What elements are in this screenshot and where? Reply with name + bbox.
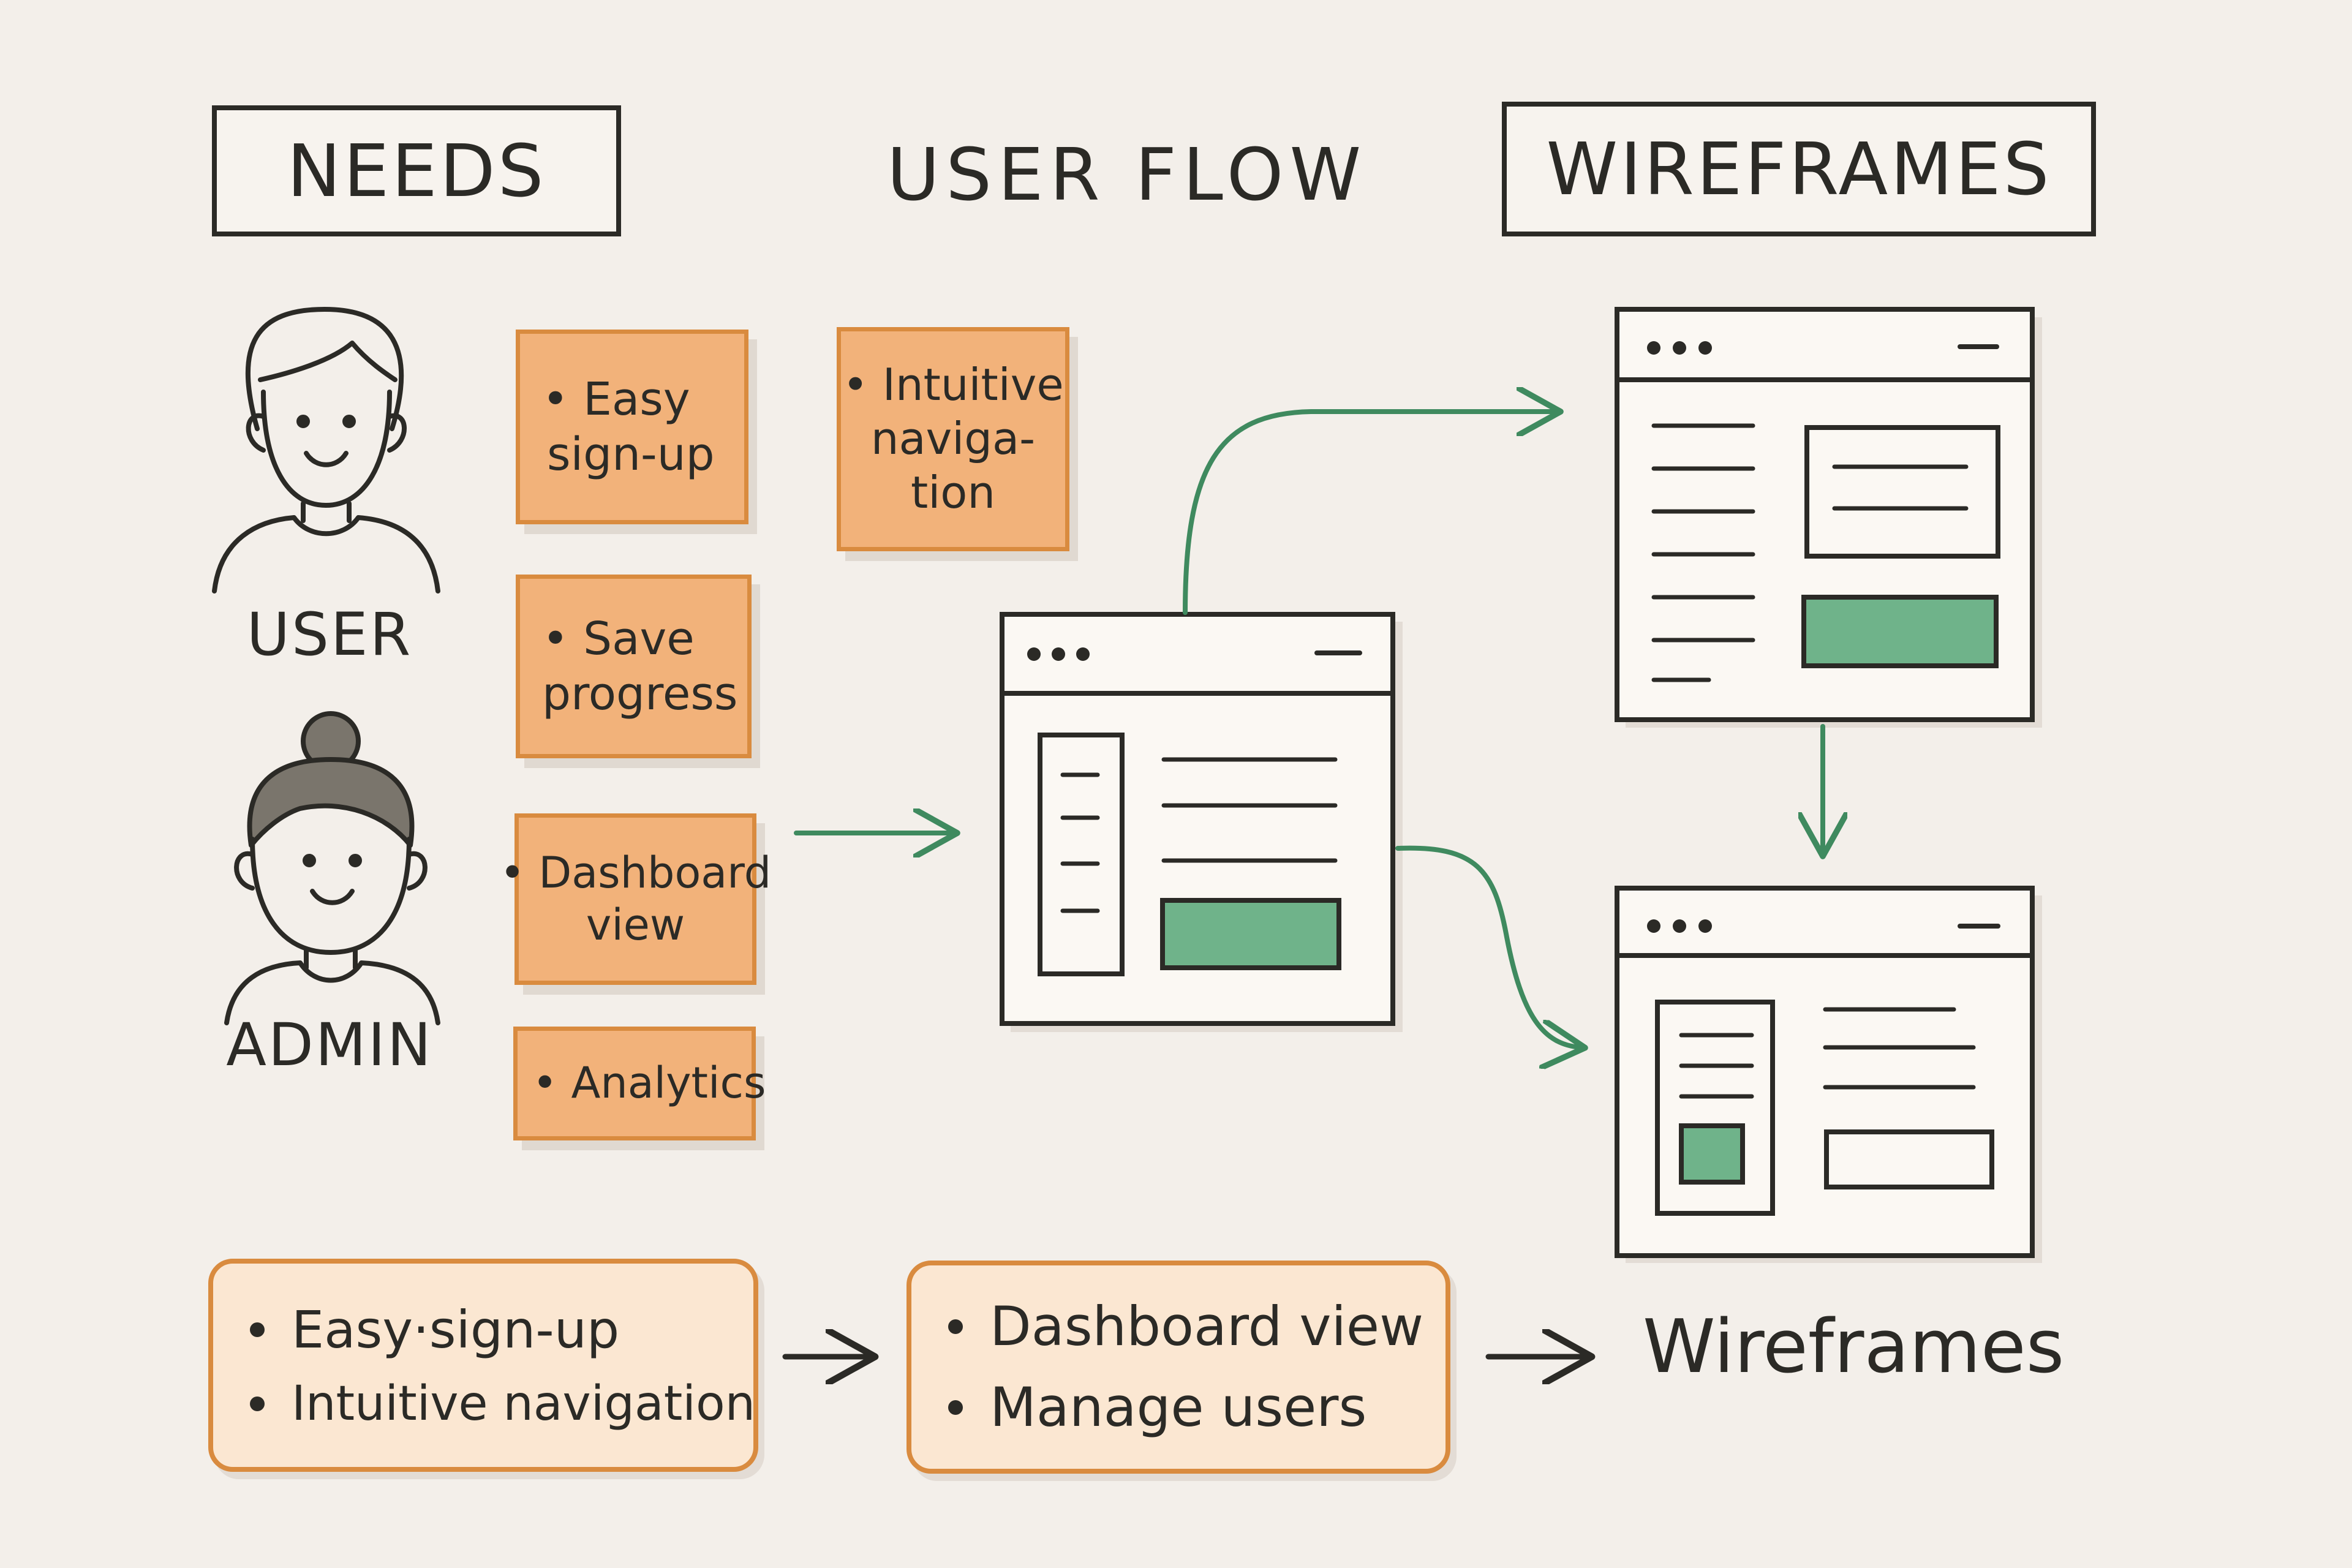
wireframe-bottom-right [1615, 886, 2042, 1263]
summary-user-needs: Easy·sign-up Intuitive navigation [208, 1259, 758, 1472]
window-dot-icon [1647, 341, 1660, 355]
sticky-note-intuitive-navigation: • Intuitive naviga- tion [837, 327, 1069, 551]
user-flow-header-label: USER FLOW [886, 132, 1368, 217]
sticky-note-save-progress: • Save progress [516, 575, 752, 758]
arrow-flow-to-bottom-wireframe [1395, 845, 1580, 1047]
needs-header: NEEDS [212, 105, 621, 236]
user-avatar-icon [212, 307, 440, 594]
summary-admin-needs: Dashboard view Manage users [907, 1261, 1450, 1474]
sticky-line: • Intuitive [842, 359, 1064, 411]
sticky-note-easy-signup: • Easy sign-up [516, 330, 748, 524]
sticky-line: • Analytics [532, 1058, 766, 1109]
window-dot-icon [1027, 647, 1041, 661]
admin-persona-label: ADMIN [226, 1011, 433, 1079]
bullet-icon [948, 1400, 963, 1415]
summary-item-label: Intuitive navigation [292, 1376, 756, 1431]
admin-avatar-icon [224, 711, 440, 1025]
window-dot-icon [1647, 919, 1660, 933]
summary-result-label: Wireframes [1643, 1305, 2065, 1390]
window-dot-icon [1673, 341, 1686, 355]
sticky-line: sign-up [547, 428, 715, 481]
window-dot-icon [1052, 647, 1065, 661]
sticky-line: tion [911, 466, 995, 518]
summary-item: Easy·sign-up [250, 1291, 717, 1368]
wireframe-center [1000, 612, 1403, 1032]
sticky-line: view [586, 900, 685, 950]
sticky-note-analytics: • Analytics [513, 1027, 766, 1140]
wireframe-top-right [1615, 307, 2042, 728]
bullet-icon [948, 1319, 963, 1334]
bullet-icon [250, 1322, 265, 1337]
bullet-icon [250, 1396, 265, 1411]
window-dot-icon [1698, 341, 1712, 355]
summary-item-label: Manage users [990, 1376, 1367, 1439]
sticky-line: progress [542, 668, 738, 720]
sticky-line: • Dashboard [499, 847, 772, 898]
arrow-flow-to-top-wireframe [1183, 412, 1556, 615]
sticky-line: • Save [542, 612, 695, 665]
summary-item-label: Dashboard view [990, 1295, 1424, 1358]
window-dot-icon [1698, 919, 1712, 933]
sticky-line: • Easy [542, 372, 690, 426]
sticky-line: naviga- [870, 413, 1036, 465]
summary-item: Dashboard view [948, 1286, 1423, 1367]
summary-item: Intuitive navigation [250, 1368, 755, 1440]
wireframes-header: WIREFRAMES [1502, 102, 2096, 236]
needs-header-label: NEEDS [287, 129, 546, 213]
user-flow-header: USER FLOW [851, 116, 1403, 233]
user-persona-label: USER [246, 600, 413, 669]
window-dot-icon [1673, 919, 1686, 933]
wireframes-header-label: WIREFRAMES [1546, 127, 2052, 211]
window-dot-icon [1076, 647, 1090, 661]
sticky-note-dashboard-view: • Dashboard view [500, 813, 771, 985]
summary-item-label: Easy·sign-up [292, 1299, 620, 1360]
summary-item: Manage users [948, 1367, 1409, 1448]
